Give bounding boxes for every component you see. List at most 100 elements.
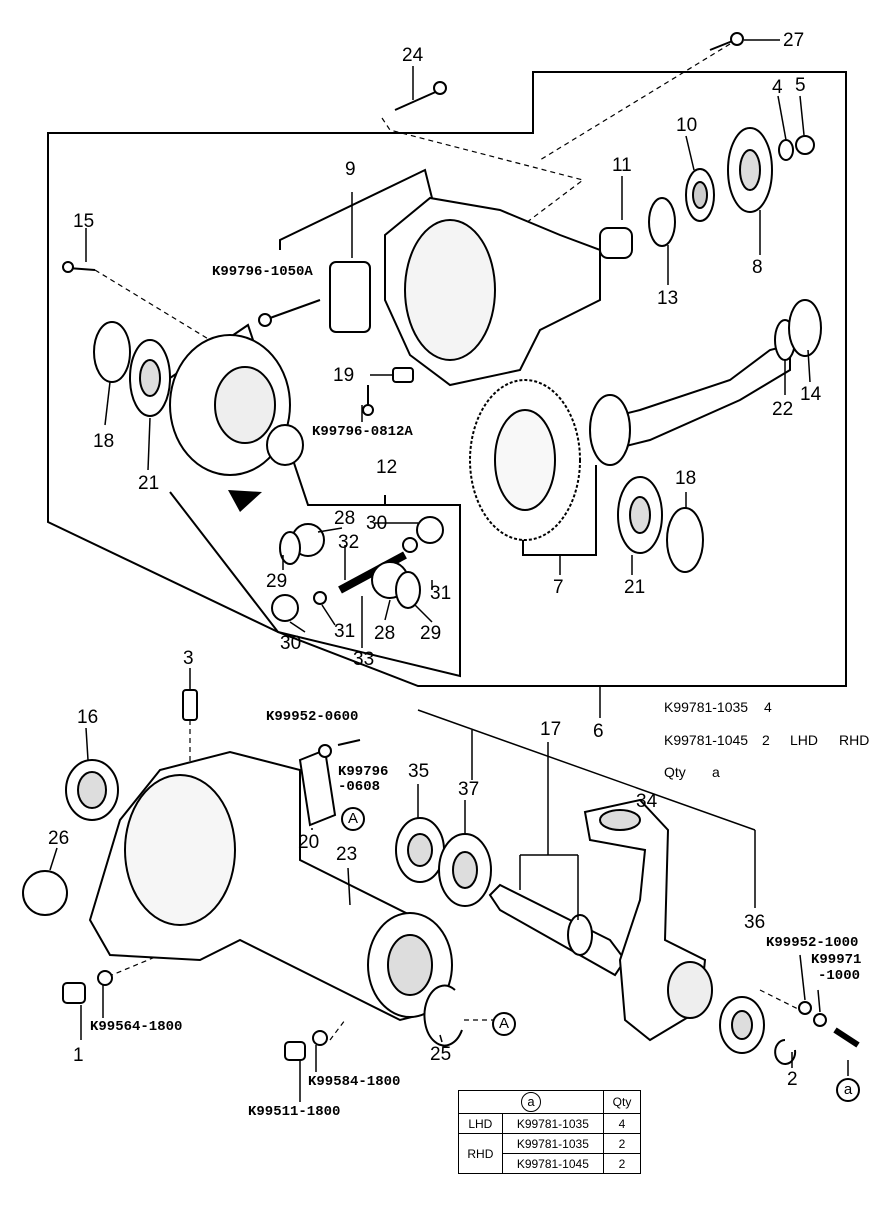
part-k99952-0600: K99952-0600: [266, 709, 359, 725]
note-qty: Qty: [664, 764, 686, 780]
callout-31-left: 31: [334, 621, 356, 642]
spacer-11: [599, 227, 633, 259]
callout-18-left: 18: [93, 431, 115, 452]
pinion-gear-30a: [416, 516, 444, 544]
callout-30-top: 30: [366, 513, 388, 534]
direction-arrow: [228, 490, 262, 512]
washer-31a: [402, 537, 418, 553]
callout-13: 13: [657, 288, 679, 309]
table-row: K99781-1045 2: [459, 1153, 641, 1174]
table-header-qty: Qty: [603, 1090, 641, 1114]
callout-24: 24: [402, 45, 424, 66]
bearing-cap-9: [329, 261, 371, 333]
note-rhd: RHD: [839, 732, 870, 748]
callout-17: 17: [540, 719, 562, 740]
table-cell-qty: 4: [603, 1113, 641, 1134]
part-k99971-line2: -1000: [818, 968, 861, 984]
callout-4: 4: [772, 77, 783, 98]
callout-14: 14: [800, 384, 822, 405]
callout-21-left: 21: [138, 473, 160, 494]
part-k99952-1000: K99952-1000: [766, 935, 859, 951]
callout-20: 20: [298, 832, 320, 853]
washer-k99584: [312, 1030, 328, 1046]
washer-31b: [313, 591, 327, 605]
nut-5: [795, 135, 815, 155]
table-cell-qty: 2: [603, 1153, 641, 1174]
bolt-k99796-0608: [337, 739, 361, 746]
callout-35: 35: [408, 761, 430, 782]
part-k99584-1800: K99584-1800: [308, 1074, 401, 1090]
ref-mark-a-top: A: [341, 807, 365, 831]
callout-37: 37: [458, 779, 480, 800]
callout-27: 27: [783, 30, 805, 51]
washer-29a: [279, 531, 301, 565]
callout-16: 16: [77, 707, 99, 728]
bolt-24: [394, 89, 441, 111]
callout-25: 25: [430, 1044, 452, 1065]
callout-36: 36: [744, 912, 766, 933]
callout-21-right: 21: [624, 577, 646, 598]
callout-9: 9: [345, 159, 356, 180]
washer-4: [778, 139, 794, 161]
table-cell-part: K99781-1035: [501, 1133, 605, 1154]
dashed-line-27: [539, 43, 731, 161]
callout-8: 8: [752, 257, 763, 278]
part-k99796-0608-line1: K99796: [338, 764, 389, 780]
shaft-17: [488, 883, 627, 977]
shaft-32: [338, 551, 407, 594]
differential-subgroup-box: [144, 323, 461, 678]
pinion-gear-30b: [271, 594, 299, 622]
bearing-13: [648, 197, 676, 247]
race-18-left: [93, 321, 131, 383]
clip-2: [774, 1039, 797, 1065]
callout-26: 26: [48, 828, 70, 849]
table-row: LHD K99781-1035 4: [458, 1113, 641, 1134]
table-row: RHD K99781-1035 2: [458, 1133, 641, 1174]
washer-k99952-1000: [798, 1001, 812, 1015]
callout-10: 10: [676, 115, 698, 136]
note-lhd: LHD: [790, 732, 819, 748]
snap-ring-25: [423, 984, 463, 1047]
dashed-line-15: [94, 269, 211, 341]
mount-26: [22, 870, 68, 916]
table-cell-part: K99781-1045: [501, 1153, 605, 1174]
part-k99796-1050a: K99796-1050A: [212, 264, 313, 280]
callout-1: 1: [73, 1045, 84, 1066]
dashed-line-36: [759, 989, 801, 1011]
washer-1: [97, 970, 113, 986]
plate-20: [298, 748, 337, 827]
callout-28-top: 28: [334, 508, 356, 529]
bolt-a: [833, 1027, 860, 1048]
callout-30-bottom: 30: [280, 633, 302, 654]
callout-5: 5: [795, 75, 806, 96]
table-cell-qty: 2: [603, 1133, 641, 1154]
part-k99971-line1: K99971: [811, 952, 862, 968]
callout-29-left: 29: [266, 571, 288, 592]
callout-2: 2: [787, 1069, 798, 1090]
part-k99511-1800: K99511-1800: [248, 1104, 341, 1120]
callout-23: 23: [336, 844, 358, 865]
callout-11: 11: [612, 155, 632, 176]
part-k99564-1800: K99564-1800: [90, 1019, 183, 1035]
quantity-table: a Qty LHD K99781-1035 4 RHD K99781-1035 …: [458, 1090, 641, 1174]
callout-29-right: 29: [420, 623, 442, 644]
callout-28-bottom: 28: [374, 623, 396, 644]
ref-mark-small-a: a: [836, 1078, 860, 1102]
table-cell-side: RHD: [458, 1133, 503, 1174]
callout-18-right: 18: [675, 468, 697, 489]
note-qty-2: 2: [762, 732, 770, 748]
callout-7: 7: [553, 577, 564, 598]
plug-1: [62, 982, 86, 1004]
plug-k99511: [284, 1041, 306, 1061]
assembly-boundary-line: [47, 71, 847, 687]
callout-6: 6: [593, 721, 604, 742]
race-14: [788, 299, 822, 357]
washer-29b: [395, 571, 421, 609]
part-k99796-0812a: K99796-0812A: [312, 424, 413, 440]
table-header-row: a Qty: [458, 1090, 641, 1114]
breather-3: [182, 689, 198, 721]
callout-3: 3: [183, 648, 194, 669]
dashed-line-k1800: [329, 1019, 346, 1041]
